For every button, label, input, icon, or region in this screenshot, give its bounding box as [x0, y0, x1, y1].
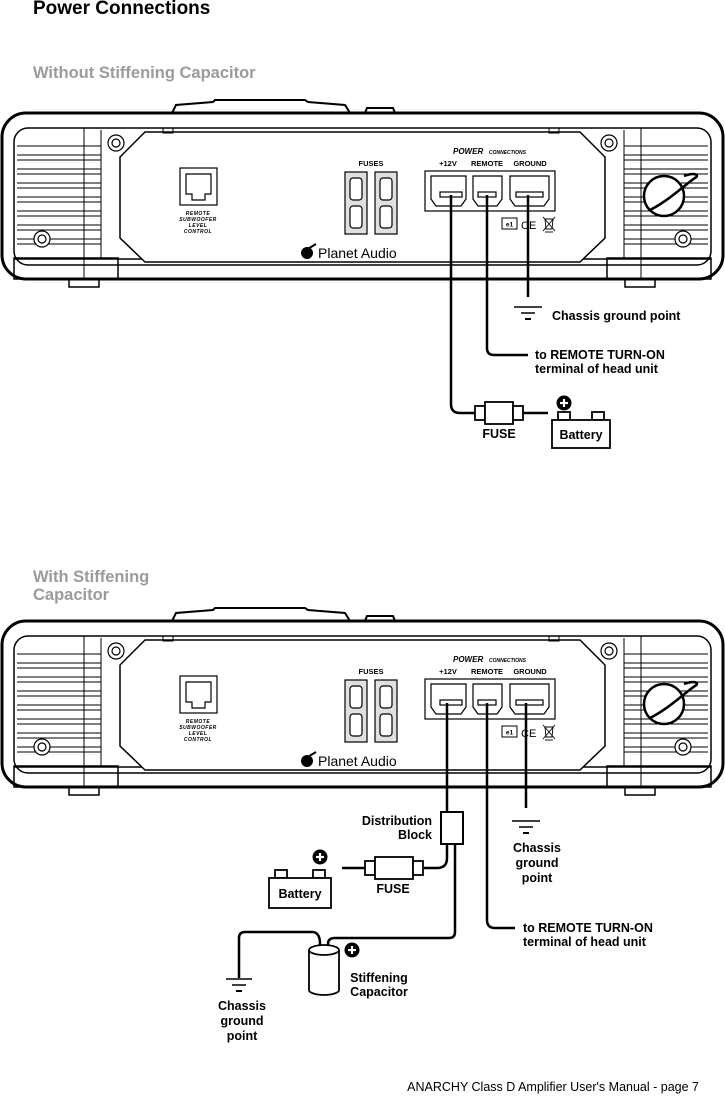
- brand-name: Planet Audio: [318, 245, 397, 261]
- brand-logo: Planet Audio: [301, 751, 397, 769]
- battery-label: Battery: [278, 887, 321, 901]
- e1-mark-text: e1: [506, 730, 514, 737]
- ground-symbol-icon: [226, 978, 252, 992]
- page-title: Power Connections: [33, 0, 211, 19]
- remote-turn-on-label-2: terminal of head unit: [535, 362, 659, 376]
- remote-control-jack: [179, 167, 218, 206]
- capacitor-label: Stiffening: [350, 971, 408, 985]
- amplifier: [0, 99, 725, 288]
- remote-turn-on-label: to REMOTE TURN-ON: [523, 921, 653, 935]
- fuse-holders: [344, 171, 398, 235]
- inline-fuse: [474, 401, 524, 425]
- chassis-ground-label: ground: [515, 856, 558, 870]
- brand-logo: Planet Audio: [301, 243, 397, 261]
- remote-label-line: REMOTE: [186, 211, 211, 217]
- terminal-label-12v: +12V: [439, 159, 457, 168]
- page-footer: ANARCHY Class D Amplifier User's Manual …: [407, 1080, 699, 1094]
- distribution-block-label: Distribution: [362, 814, 432, 828]
- remote-label-line: SUBWOOFER: [179, 217, 217, 223]
- fuses-label: FUSES: [358, 159, 383, 168]
- screw-icon: [33, 642, 692, 756]
- amplifier: [0, 607, 725, 796]
- ground-symbol-icon: [514, 306, 542, 320]
- wire-remote: [485, 703, 515, 930]
- fuses-label: FUSES: [358, 667, 383, 676]
- battery: [551, 411, 611, 449]
- wires: [449, 195, 548, 415]
- stiffening-capacitor: [308, 944, 340, 996]
- power-label: POWER: [453, 147, 483, 156]
- screw-icon: [33, 134, 692, 248]
- plus-icon: [344, 942, 360, 958]
- terminal-label-remote: REMOTE: [471, 159, 503, 168]
- remote-label-line: LEVEL: [189, 223, 208, 229]
- terminal-label-ground: GROUND: [513, 667, 547, 676]
- power-label: POWER: [453, 655, 483, 664]
- brand-name: Planet Audio: [318, 753, 397, 769]
- wire-dist-to-capacitor: [326, 844, 457, 948]
- ground-symbol-icon: [512, 820, 540, 834]
- section-title-with-capacitor: With Stiffening Capacitor: [33, 568, 150, 604]
- left-heatsink: [13, 636, 119, 788]
- terminal-label-remote: REMOTE: [471, 667, 503, 676]
- planet-logo-icon: [642, 172, 699, 218]
- chassis-ground-label: point: [522, 871, 553, 885]
- inline-fuse: [364, 856, 424, 880]
- weee-bin-icon: [542, 724, 556, 741]
- remote-turn-on-label: to REMOTE TURN-ON: [535, 348, 665, 362]
- remote-label-line: LEVEL: [189, 731, 208, 737]
- power-terminal-block: [424, 170, 556, 212]
- cap-chassis-ground-label: point: [227, 1029, 258, 1043]
- plus-icon: [556, 395, 572, 411]
- left-heatsink: [13, 128, 119, 280]
- terminal-label-12v: +12V: [439, 667, 457, 676]
- chassis-ground-label: Chassis ground point: [552, 309, 681, 323]
- wiring-diagram-with-capacitor: REMOTE SUBWOOFER LEVEL CONTROL FUSES POW…: [0, 607, 725, 1043]
- battery-label: Battery: [559, 428, 602, 442]
- wires: [237, 703, 528, 978]
- connections-label: CONNECTIONS: [489, 150, 527, 156]
- e1-mark: [501, 725, 518, 738]
- remote-control-jack: [179, 675, 218, 714]
- remote-label-line: CONTROL: [184, 229, 212, 235]
- wire-12v: [449, 195, 475, 415]
- remote-label-line: CONTROL: [184, 737, 212, 743]
- capacitor-label-2: Capacitor: [350, 985, 408, 999]
- remote-turn-on-label-2: terminal of head unit: [523, 935, 647, 949]
- section-title-without-capacitor: Without Stiffening Capacitor: [33, 64, 256, 82]
- battery: [268, 869, 332, 909]
- planet-logo-icon: [642, 680, 699, 726]
- amplifier-labels: REMOTE SUBWOOFER LEVEL CONTROL FUSES POW…: [179, 147, 547, 261]
- cap-chassis-ground-label: Chassis: [218, 999, 266, 1013]
- ce-mark: CE: [521, 728, 536, 740]
- fuse-label: FUSE: [376, 882, 409, 896]
- chassis-ground-label: Chassis: [513, 841, 561, 855]
- remote-label-line: SUBWOOFER: [179, 725, 217, 731]
- e1-mark-text: e1: [506, 222, 514, 229]
- cap-chassis-ground-label: ground: [220, 1014, 263, 1028]
- wire-remote: [485, 195, 528, 357]
- e1-mark: [501, 217, 518, 230]
- distribution-block-label-2: Block: [398, 828, 432, 842]
- wire-capacitor-ground: [237, 930, 322, 978]
- wiring-diagram-without-capacitor: REMOTE SUBWOOFER LEVEL CONTROL FUSES POW…: [0, 99, 725, 449]
- plus-icon: [312, 849, 328, 865]
- fuse-holders: [344, 679, 398, 743]
- terminal-label-ground: GROUND: [513, 159, 547, 168]
- connections-label: CONNECTIONS: [489, 658, 527, 664]
- fuse-label: FUSE: [482, 427, 515, 441]
- distribution-block: [440, 811, 464, 845]
- remote-label-line: REMOTE: [186, 719, 211, 725]
- wire-dist-to-fuse: [424, 844, 449, 870]
- weee-bin-icon: [542, 216, 556, 233]
